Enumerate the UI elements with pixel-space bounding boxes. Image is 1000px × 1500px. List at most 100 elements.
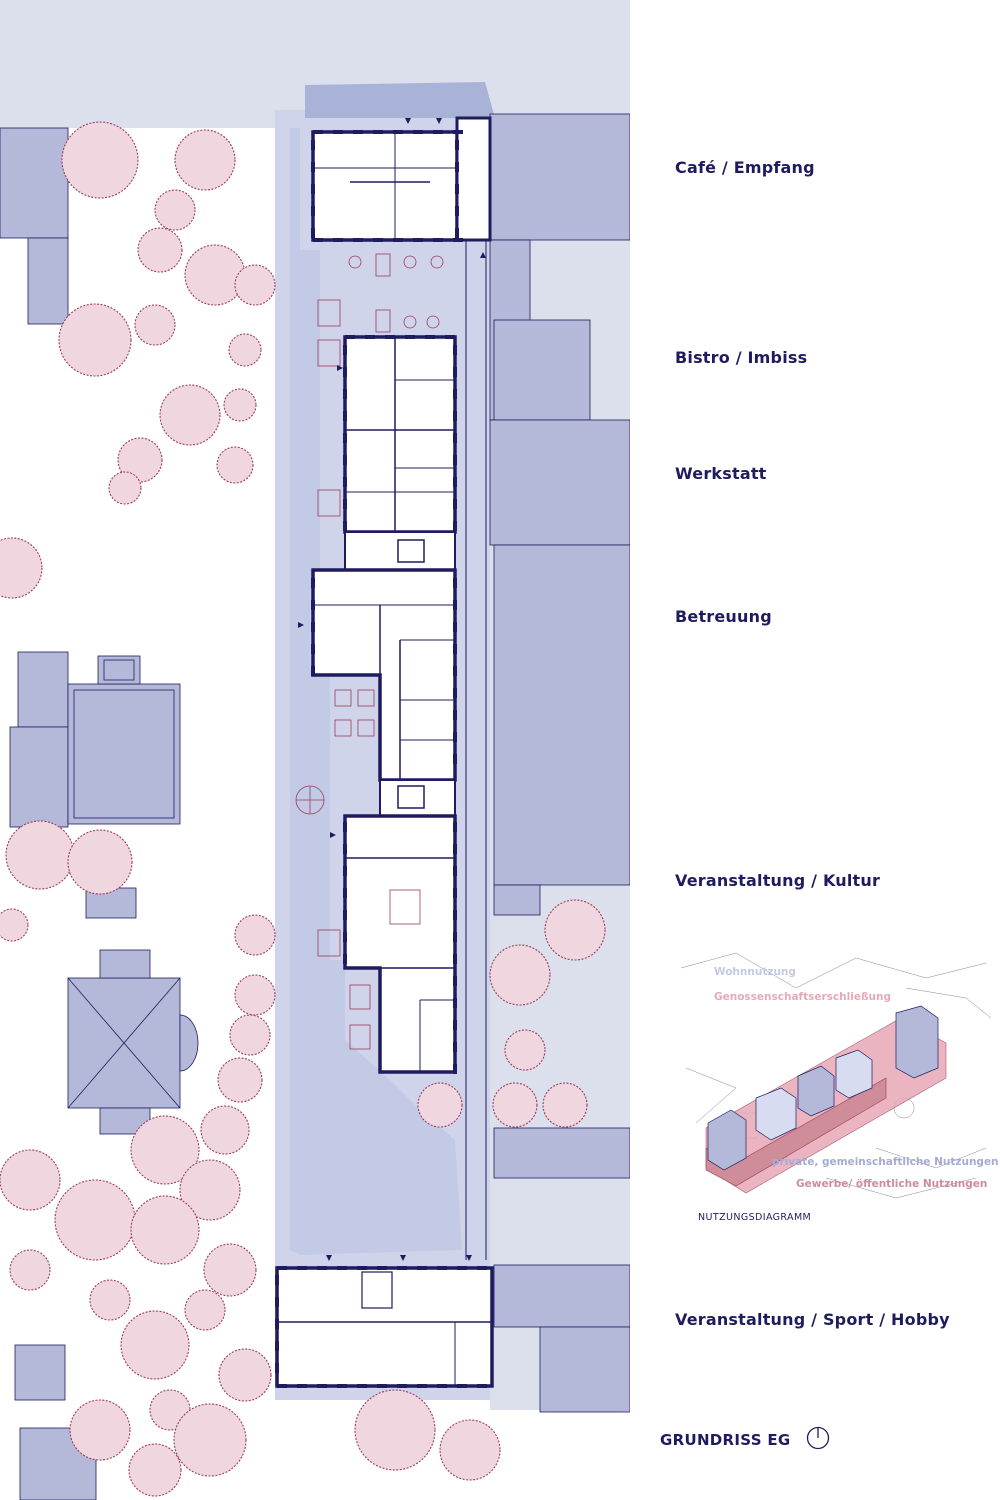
tree (159, 384, 221, 446)
tree (58, 303, 132, 377)
window-mark (357, 1384, 367, 1388)
window-mark (425, 335, 435, 339)
window-mark (343, 367, 347, 377)
window-mark (311, 644, 315, 654)
window-mark (453, 954, 457, 964)
window-mark (357, 1266, 367, 1270)
window-mark (317, 1266, 327, 1270)
window-mark (453, 910, 457, 920)
tree (439, 1419, 501, 1481)
diagram-label-gewerbe: Gewerbe/ öffentliche Nutzungen (796, 1178, 988, 1190)
window-mark (453, 844, 457, 854)
block-sport (275, 1266, 494, 1388)
window-mark (453, 455, 457, 465)
window-mark (453, 754, 457, 764)
window-mark (343, 499, 347, 509)
window-mark (453, 666, 457, 676)
window-mark (397, 1266, 407, 1270)
window-mark (311, 578, 315, 588)
tree (203, 1243, 257, 1297)
tree (5, 820, 75, 890)
tree (223, 388, 257, 422)
window-marks (275, 130, 487, 1388)
window-mark (453, 389, 457, 399)
window-mark (453, 932, 457, 942)
tree (89, 1279, 131, 1321)
tree (234, 974, 276, 1016)
label-kultur: Veranstaltung / Kultur (675, 871, 881, 890)
label-betreuung: Betreuung (675, 607, 772, 626)
tree (130, 1195, 200, 1265)
window-mark (455, 162, 459, 172)
window-mark (455, 228, 459, 238)
block-cafe (311, 116, 492, 242)
window-mark (477, 1384, 487, 1388)
window-mark (311, 600, 315, 610)
window-mark (343, 822, 347, 832)
window-mark (453, 411, 457, 421)
window-mark (453, 710, 457, 720)
window-mark (433, 130, 443, 134)
window-mark (343, 433, 347, 443)
window-mark (457, 1266, 467, 1270)
window-mark (453, 976, 457, 986)
window-mark (453, 866, 457, 876)
window-mark (373, 130, 383, 134)
window-mark (311, 184, 315, 194)
window-mark (353, 238, 363, 242)
window-mark (453, 367, 457, 377)
window-mark (453, 644, 457, 654)
window-mark (337, 1266, 347, 1270)
tree (117, 437, 163, 483)
window-mark (343, 844, 347, 854)
tree (130, 1115, 200, 1185)
window-mark (343, 389, 347, 399)
tree (67, 829, 133, 895)
window-mark (275, 1363, 279, 1373)
window-mark (317, 1384, 327, 1388)
window-mark (453, 1020, 457, 1030)
tree (184, 244, 246, 306)
window-mark (343, 910, 347, 920)
window-mark (337, 1384, 347, 1388)
tree (234, 914, 276, 956)
window-mark (453, 1042, 457, 1052)
window-mark (275, 1297, 279, 1307)
block-bistro-werkstatt (343, 335, 457, 534)
window-mark (453, 499, 457, 509)
tree (217, 1057, 263, 1103)
tree (218, 1348, 272, 1402)
diagram-label-erschliessung: Genossenschaftserschließung (714, 991, 891, 1003)
window-mark (385, 335, 395, 339)
window-mark (455, 206, 459, 216)
window-mark (313, 130, 323, 134)
window-mark (343, 455, 347, 465)
window-mark (433, 238, 443, 242)
diagram-label-wohnnutzung: Wohnnutzung (714, 966, 796, 978)
label-bistro: Bistro / Imbiss (675, 348, 808, 367)
tree (200, 1105, 250, 1155)
tree (0, 1149, 61, 1211)
usage-diagram: Wohnnutzung Genossenschaftserschließung … (676, 948, 999, 1228)
tree (54, 1179, 136, 1261)
tree (154, 189, 196, 231)
label-werkstatt: Werkstatt (675, 464, 767, 483)
window-mark (455, 140, 459, 150)
entry-arrows (298, 118, 486, 1261)
tree (137, 227, 183, 273)
window-mark (453, 600, 457, 610)
window-mark (343, 866, 347, 876)
window-mark (365, 335, 375, 339)
window-mark (453, 477, 457, 487)
label-cafe: Café / Empfang (675, 158, 815, 177)
window-mark (277, 1384, 287, 1388)
tree (174, 129, 236, 191)
window-mark (455, 184, 459, 194)
window-mark (477, 1266, 487, 1270)
window-mark (453, 622, 457, 632)
tree (61, 121, 139, 199)
tree (542, 1082, 588, 1128)
entrance-plaza (305, 82, 495, 118)
tree (128, 1443, 182, 1497)
site-floor-plan (0, 0, 630, 1500)
